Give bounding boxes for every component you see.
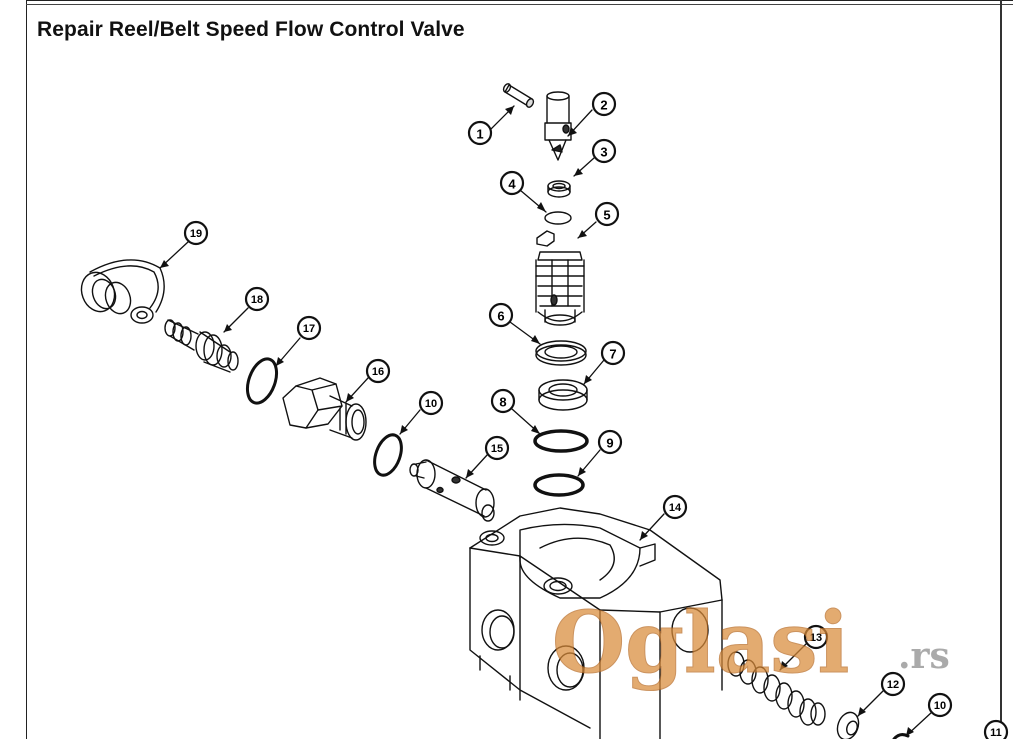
part-19-cap xyxy=(80,259,165,324)
callout-2: 2 xyxy=(600,98,607,113)
frame-top-rule xyxy=(26,4,1013,5)
callout-7: 7 xyxy=(609,347,616,362)
callout-15: 15 xyxy=(491,443,503,455)
part-2-spool xyxy=(544,91,572,161)
part-1-pin xyxy=(502,83,535,108)
part-14-valve-body xyxy=(469,507,723,739)
part-16-adapter xyxy=(282,377,367,441)
callout-8: 8 xyxy=(499,395,506,410)
callout-4: 4 xyxy=(508,177,516,192)
callout-circles xyxy=(183,91,1009,739)
part-5-cartridge xyxy=(535,230,585,326)
callout-11: 11 xyxy=(990,727,1002,739)
part-6-ring xyxy=(535,340,587,366)
diagram-frame xyxy=(26,0,1013,739)
part-3-washer xyxy=(547,180,571,198)
callout-16: 16 xyxy=(372,366,384,378)
part-8-oring xyxy=(533,429,589,453)
callout-10-lower: 10 xyxy=(934,700,946,712)
watermark-logo: Oglasi .rs xyxy=(552,593,950,693)
part-9-oring xyxy=(533,473,585,497)
part-18-fitting xyxy=(164,319,239,373)
part-12-washer xyxy=(836,711,860,739)
callout-9: 9 xyxy=(606,436,613,451)
part-13-spring xyxy=(727,651,826,726)
watermark-main: Oglasi xyxy=(552,593,849,692)
part-15-plug xyxy=(409,459,495,522)
callout-12: 12 xyxy=(887,679,899,691)
diagram-title: Repair Reel/Belt Speed Flow Control Valv… xyxy=(37,18,465,41)
callout-5: 5 xyxy=(603,208,610,223)
callout-3: 3 xyxy=(600,145,607,160)
callout-labels: 1 2 3 4 5 6 7 8 9 10 15 14 16 17 18 19 1… xyxy=(190,98,1002,739)
part-17-oring xyxy=(245,357,279,405)
callout-18: 18 xyxy=(251,294,263,306)
callout-13: 13 xyxy=(810,632,822,644)
callout-17: 17 xyxy=(303,323,315,335)
callout-1: 1 xyxy=(476,127,483,142)
callout-19: 19 xyxy=(190,228,202,240)
part-10-oring-upper xyxy=(373,433,403,477)
callout-6: 6 xyxy=(497,309,504,324)
callout-14: 14 xyxy=(669,502,682,514)
frame-right-rule xyxy=(1000,0,1002,739)
leader-arrowheads xyxy=(160,106,914,736)
watermark-suffix: .rs xyxy=(898,635,950,677)
part-4-oring xyxy=(544,211,572,225)
callout-10-upper: 10 xyxy=(425,398,437,410)
part-7-ring xyxy=(538,379,588,411)
